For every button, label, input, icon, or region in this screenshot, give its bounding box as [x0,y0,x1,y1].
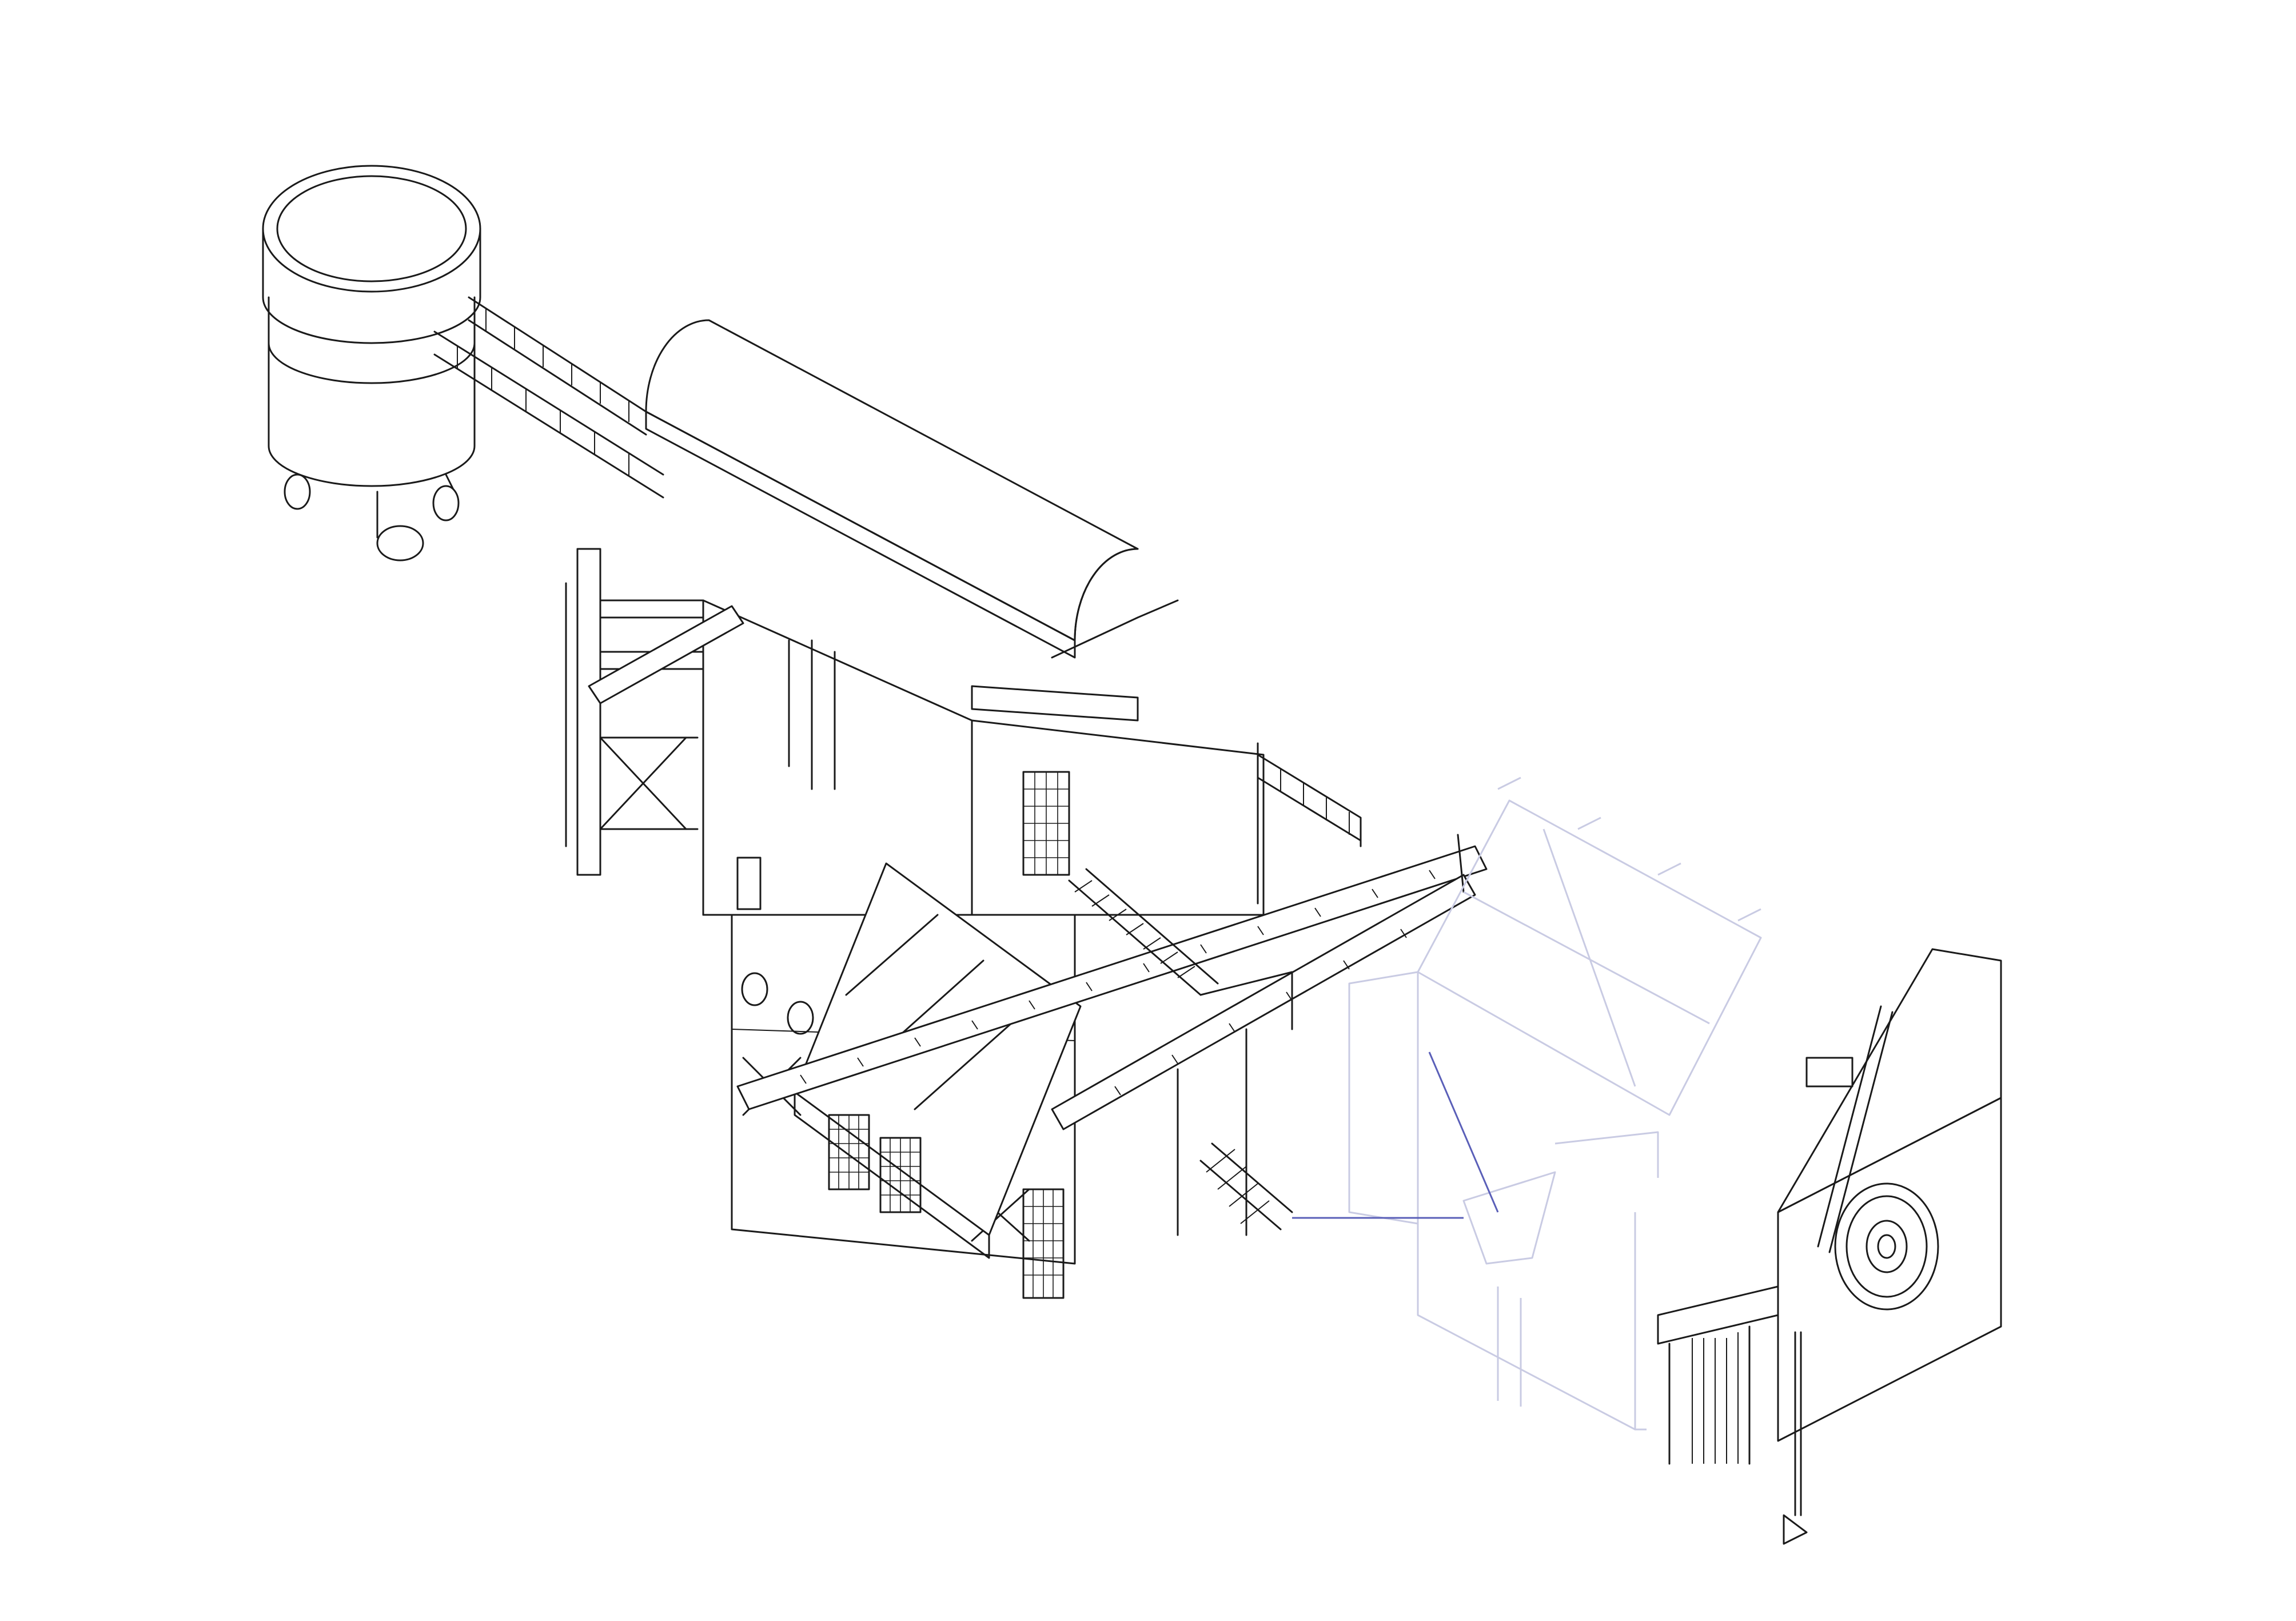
grid-window-lower-mid [879,1137,922,1213]
side-walkway [971,685,1362,905]
grid-window-lower-right [1022,1188,1065,1299]
grid-window-lower-left [828,1114,870,1190]
ghosted-canopy-structure [1292,776,1762,1431]
disc-wheel [1834,1182,1939,1311]
pitched-roof-panel [794,862,1082,1299]
barrel-vault-roof [645,319,1179,659]
interior-grid-window [1022,771,1070,876]
cylindrical-tank [262,165,481,561]
steel-frame-column [565,548,704,876]
ladder-walkway-bridge [433,296,664,499]
perforated-steel-beam [588,605,1488,1130]
disc-panel-module [1657,948,2002,1545]
internal-staircase [1068,868,1293,1236]
